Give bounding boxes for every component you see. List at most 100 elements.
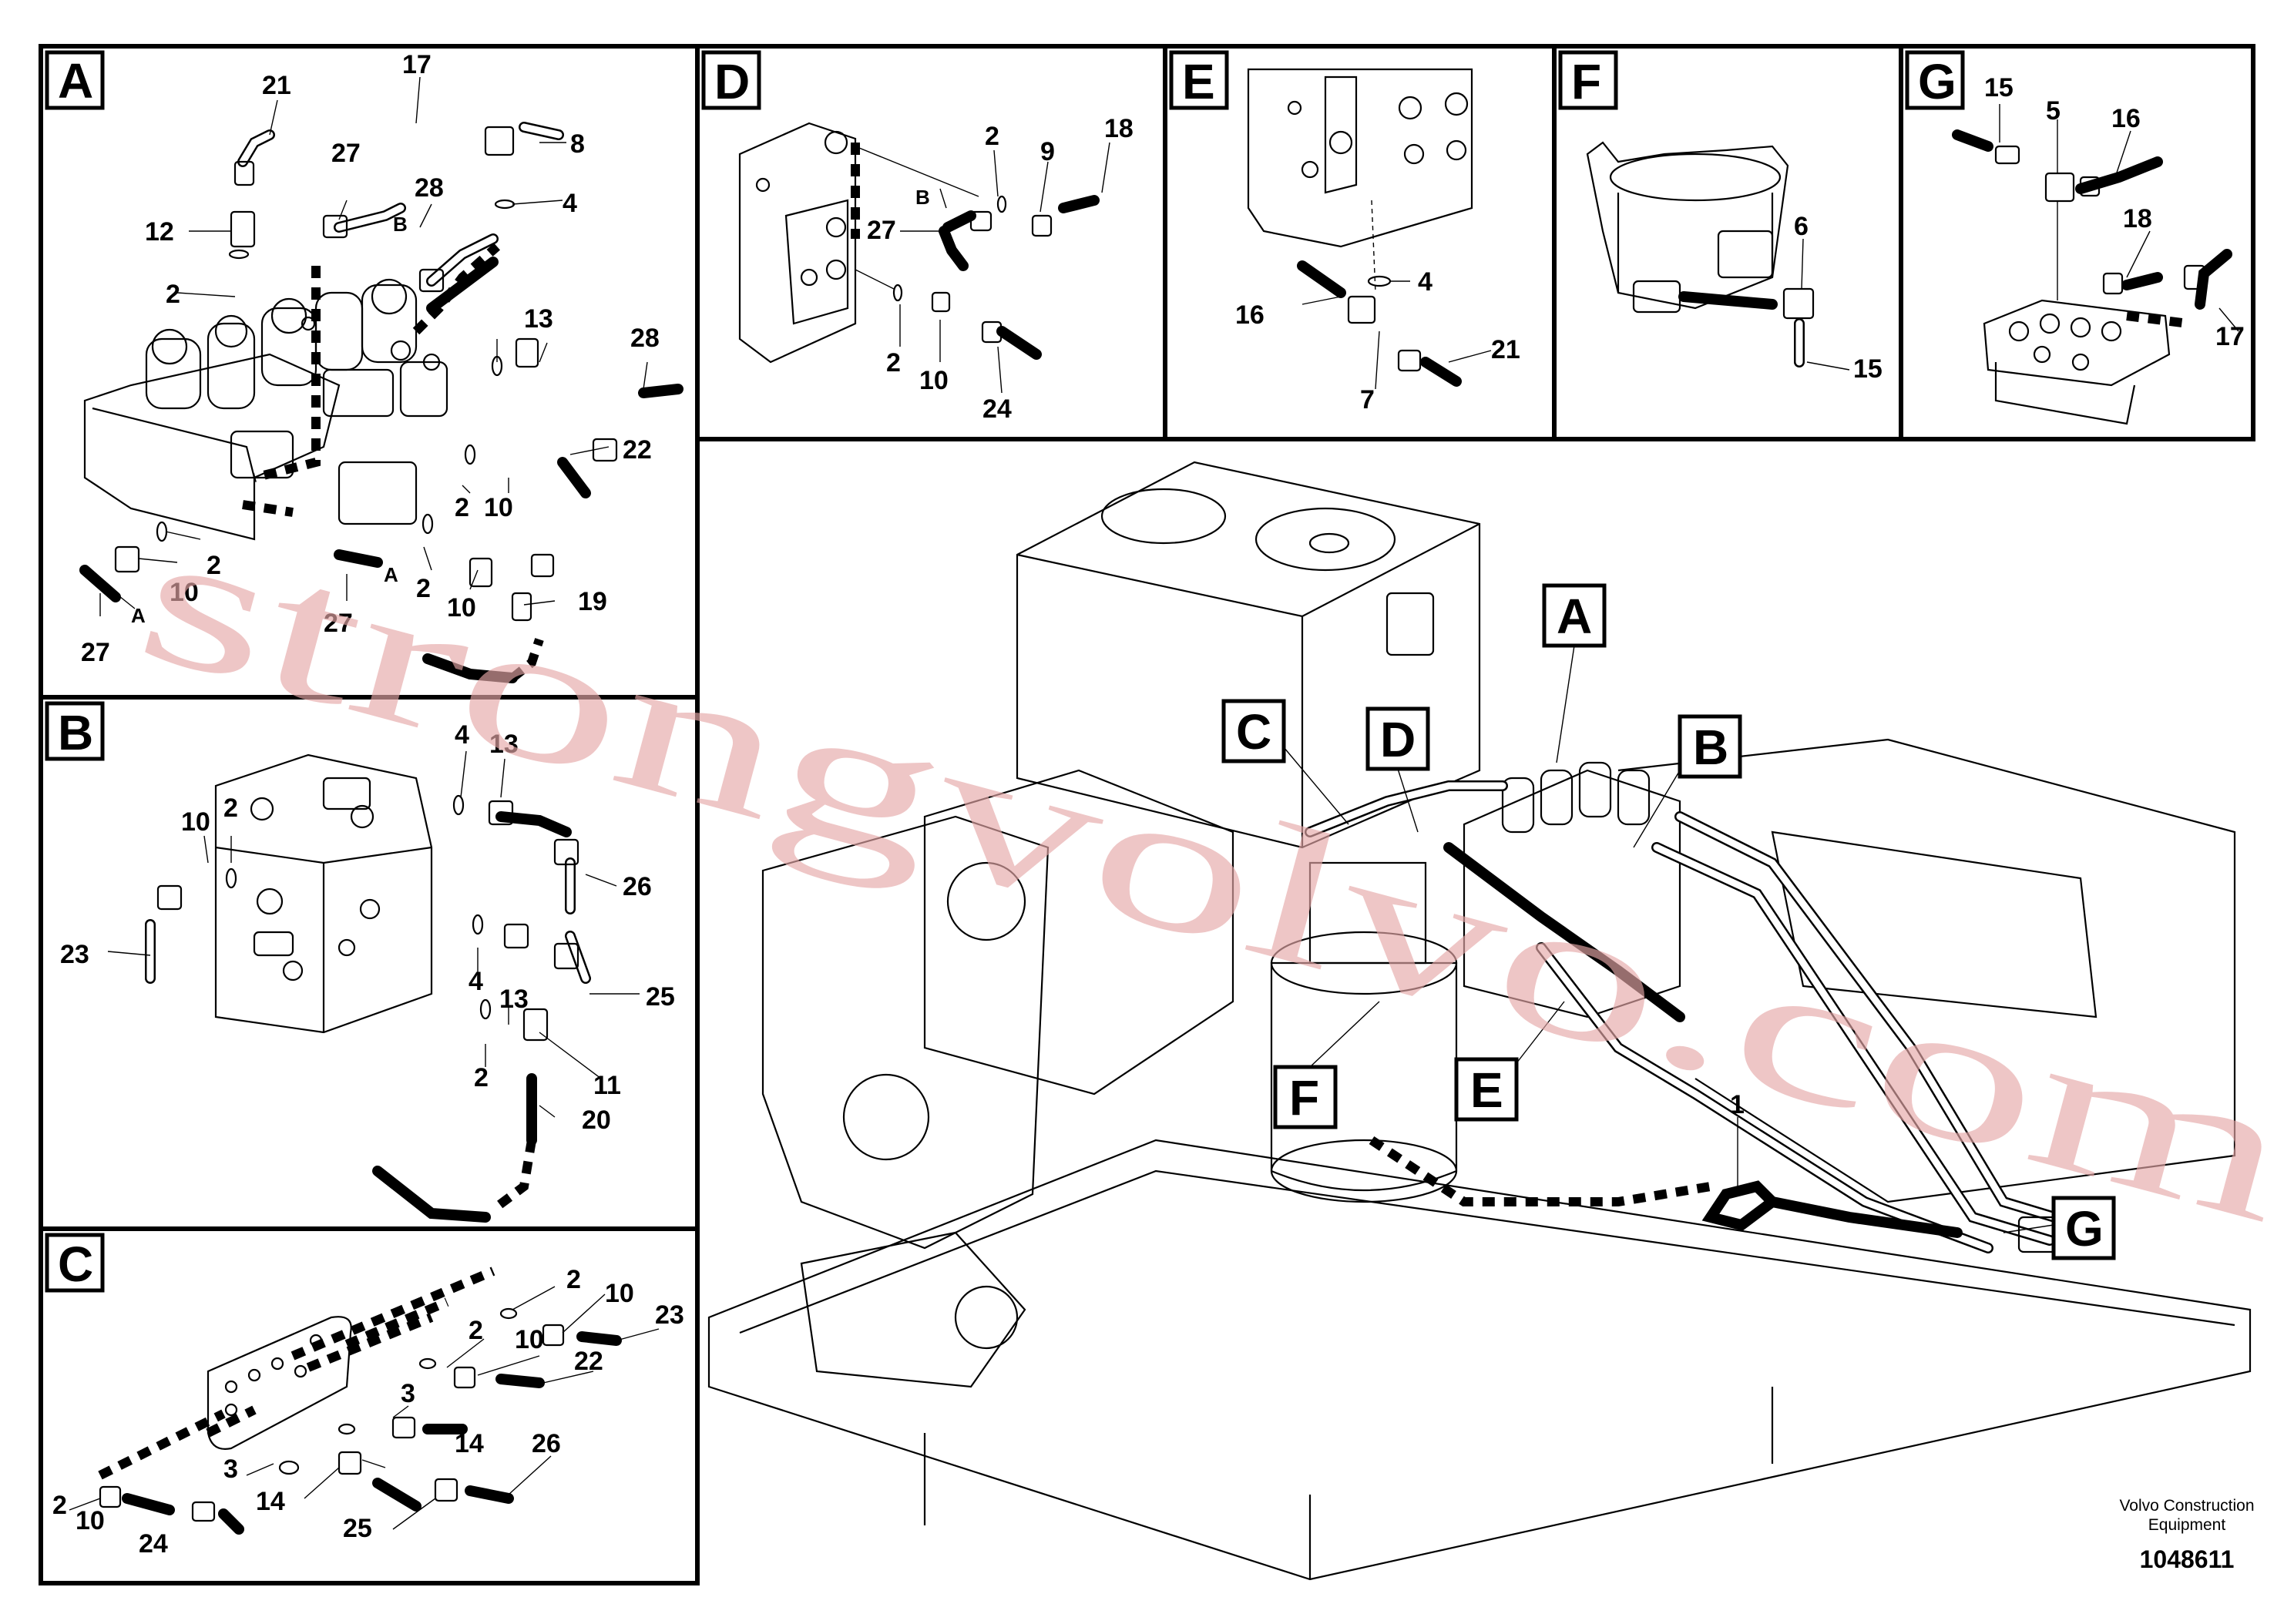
panel-b-callout-4b: 4 — [469, 967, 483, 996]
panel-g-frame — [1899, 44, 2255, 441]
main-marker-a: A — [1557, 589, 1592, 644]
panel-a-callout-2: 2 — [166, 280, 180, 309]
panel-c-callout-3b: 3 — [223, 1455, 238, 1484]
panel-a-callout-13: 13 — [524, 304, 553, 334]
main-callout-1: 1 — [1730, 1090, 1745, 1119]
footer-brand-line1: Volvo Construction — [2119, 1497, 2254, 1515]
panel-b-callout-2: 2 — [223, 794, 238, 823]
panel-c-callout-2c: 2 — [52, 1491, 67, 1520]
panel-g-letter: G — [1918, 54, 1956, 109]
panel-a-callout-10b: 10 — [170, 578, 199, 607]
panel-a-valve-block — [83, 278, 448, 541]
panel-e-frame — [1163, 44, 1557, 441]
panel-a-callout-10c: 10 — [447, 593, 476, 622]
panel-a-callout-8: 8 — [570, 129, 585, 159]
panel-a-callout-17: 17 — [402, 50, 432, 79]
panel-f-callout-6: 6 — [1794, 212, 1809, 241]
panel-c-callout-2: 2 — [566, 1265, 581, 1294]
panel-a-callout-21: 21 — [262, 71, 291, 100]
main-marker-b: B — [1693, 720, 1728, 775]
panel-b-callout-13: 13 — [489, 730, 519, 759]
panel-b-callout-2b: 2 — [474, 1063, 489, 1092]
panel-a: A — [45, 50, 683, 683]
panel-a-callout-19: 19 — [578, 587, 607, 616]
footer-brand-line2: Equipment — [2148, 1516, 2226, 1534]
panel-e-callout-21: 21 — [1491, 335, 1520, 364]
panel-c-callout-2b: 2 — [469, 1316, 483, 1345]
panel-c-frame — [39, 1226, 700, 1585]
panel-a-callout-4: 4 — [563, 189, 577, 218]
panel-c-letter: C — [58, 1236, 93, 1292]
panel-a-frame — [39, 44, 700, 700]
panel-a-callout-27c: 27 — [324, 609, 353, 638]
panel-e-callout-7: 7 — [1360, 385, 1375, 414]
panel-f-letter: F — [1571, 54, 1601, 109]
panel-c-callout-24: 24 — [139, 1529, 168, 1559]
panel-c-callout-26: 26 — [532, 1429, 561, 1458]
panel-d-callout-10: 10 — [919, 366, 949, 395]
panel-a-callout-2c: 2 — [207, 551, 221, 580]
panel-b-letter: B — [58, 705, 93, 760]
panel-c-callout-23: 23 — [655, 1300, 684, 1330]
main-marker-g: G — [2065, 1201, 2104, 1257]
panel-a-letter: A — [58, 53, 93, 109]
panel-a-callout-2d: 2 — [416, 574, 431, 603]
panel-a-callout-12: 12 — [145, 217, 174, 247]
panel-b: B 4 13 — [45, 701, 675, 1223]
panel-a-callout-28b: 28 — [630, 324, 660, 353]
panel-g-callout-17: 17 — [2215, 322, 2245, 351]
panel-a-callout-27b: 27 — [81, 638, 110, 667]
panel-b-callout-10: 10 — [181, 807, 210, 837]
panel-g: G 15 5 16 18 17 — [1905, 50, 2245, 425]
main-marker-f: F — [1289, 1070, 1319, 1126]
panel-g-callout-5: 5 — [2046, 96, 2061, 126]
panel-b-callout-13b: 13 — [499, 985, 529, 1014]
panel-f-frame — [1552, 44, 1903, 441]
panel-c-callout-14: 14 — [455, 1429, 484, 1458]
main-marker-d: D — [1380, 712, 1416, 767]
panel-a-callout-b: B — [393, 213, 408, 236]
panel-a-callout-28: 28 — [415, 173, 444, 203]
panel-a-callout-10: 10 — [484, 493, 513, 522]
panel-d-callout-2: 2 — [985, 122, 999, 151]
panel-c-callout-22: 22 — [574, 1347, 603, 1376]
panel-c-callout-14b: 14 — [256, 1487, 285, 1516]
panel-g-callout-18: 18 — [2123, 204, 2152, 233]
panel-b-callout-26: 26 — [623, 872, 652, 901]
panel-d: D 2 9 18 B 27 2 10 24 — [701, 50, 1134, 424]
panel-e-letter: E — [1182, 54, 1215, 109]
panel-d-callout-b: B — [915, 186, 930, 209]
main-marker-c: C — [1236, 704, 1271, 760]
panel-b-callout-23: 23 — [60, 940, 89, 969]
panel-a-callout-2b: 2 — [455, 493, 469, 522]
panel-c-callout-3: 3 — [401, 1379, 415, 1408]
panel-c-callout-10: 10 — [605, 1279, 634, 1308]
panel-d-callout-27: 27 — [867, 216, 896, 245]
panel-a-callout-27: 27 — [331, 139, 361, 168]
panel-c-callout-25: 25 — [343, 1514, 372, 1543]
panel-c: C 2 10 2 10 23 22 3 14 26 — [45, 1233, 684, 1559]
panel-b-callout-4: 4 — [455, 720, 469, 750]
panel-d-callout-24: 24 — [982, 394, 1012, 424]
panel-f-callout-15: 15 — [1853, 354, 1883, 384]
panel-a-callout-a: A — [384, 563, 398, 586]
panel-e-callout-16: 16 — [1235, 300, 1265, 330]
panel-e: E 4 16 21 7 — [1169, 50, 1520, 414]
panel-e-callout-4: 4 — [1418, 267, 1432, 297]
main-assembly-view: A C D B F E G 1 — [707, 461, 2252, 1581]
panel-b-callout-11: 11 — [593, 1071, 621, 1100]
panel-b-callout-20: 20 — [582, 1106, 611, 1135]
panel-a-callout-22: 22 — [623, 435, 652, 465]
panel-b-callout-25: 25 — [646, 982, 675, 1012]
panel-g-callout-15: 15 — [1984, 73, 2014, 102]
panel-d-callout-9: 9 — [1040, 137, 1055, 166]
panel-d-frame — [695, 44, 1167, 441]
panel-a-callout-a2: A — [131, 604, 146, 627]
panel-g-callout-16: 16 — [2111, 104, 2141, 133]
panel-f: F 6 15 — [1558, 50, 1883, 384]
panel-c-callout-10b: 10 — [515, 1325, 544, 1354]
main-marker-e: E — [1470, 1062, 1503, 1118]
footer-drawing-number: 1048611 — [2140, 1545, 2235, 1573]
panel-d-callout-18: 18 — [1104, 114, 1134, 143]
